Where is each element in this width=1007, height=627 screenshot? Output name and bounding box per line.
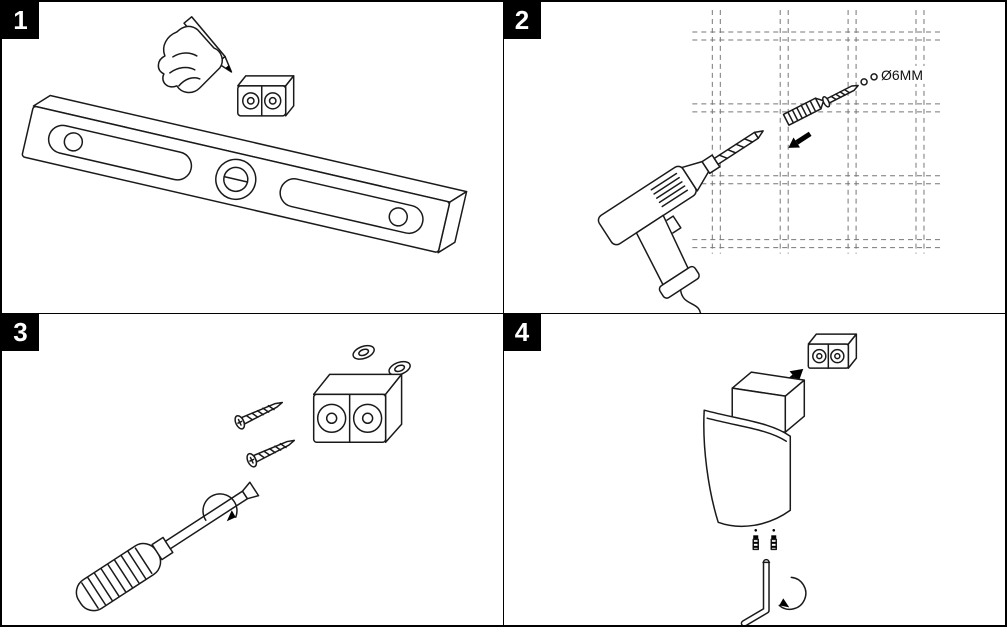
step-number-badge: 1 bbox=[2, 2, 39, 39]
step3-illustration bbox=[75, 344, 411, 611]
panel-step-3: 3 bbox=[2, 313, 504, 625]
panel-step-4: 4 bbox=[503, 313, 1005, 625]
hole-mark-icon bbox=[859, 78, 868, 86]
allen-key-icon bbox=[740, 558, 770, 625]
hole-mark-icon bbox=[869, 73, 878, 81]
step-number: 4 bbox=[514, 316, 530, 347]
step-number: 1 bbox=[13, 5, 28, 35]
step-number: 3 bbox=[13, 316, 28, 347]
set-screw-icon bbox=[751, 528, 759, 550]
panel-step-1: 1 bbox=[2, 2, 504, 314]
screw-icon bbox=[821, 84, 859, 108]
step-number: 2 bbox=[514, 5, 530, 35]
drill-diameter-label: Ø6MM bbox=[881, 67, 923, 83]
step-number-badge: 3 bbox=[2, 313, 39, 351]
rotation-arrow-icon bbox=[778, 576, 806, 610]
wall-bracket-icon bbox=[237, 75, 295, 117]
set-screw-icon bbox=[770, 528, 777, 550]
paper-holder-icon bbox=[702, 370, 805, 527]
step4-illustration bbox=[702, 332, 857, 625]
wall-bracket-icon bbox=[312, 373, 403, 443]
hand-pencil-icon bbox=[157, 16, 233, 94]
washer-icon bbox=[352, 344, 375, 360]
step-number-badge: 2 bbox=[503, 2, 541, 39]
screwdriver-icon bbox=[75, 480, 260, 611]
step1-illustration bbox=[21, 16, 468, 254]
washer-icon bbox=[388, 360, 411, 376]
wall-plug-icon bbox=[782, 97, 824, 126]
panel-step-2: 2 bbox=[503, 2, 1005, 314]
wall-tile-grid-icon bbox=[691, 9, 942, 254]
label-backdrop bbox=[877, 65, 930, 84]
step-number-badge: 4 bbox=[503, 313, 541, 351]
wall-bracket-icon bbox=[807, 332, 857, 369]
drill-icon bbox=[597, 130, 764, 313]
screw-icon bbox=[246, 439, 296, 468]
insert-arrow-icon bbox=[787, 131, 812, 148]
step2-illustration: Ø6MM bbox=[597, 9, 942, 313]
spirit-level-icon bbox=[21, 94, 468, 254]
screw-icon bbox=[234, 401, 284, 430]
rotation-arrow-icon bbox=[202, 492, 238, 521]
